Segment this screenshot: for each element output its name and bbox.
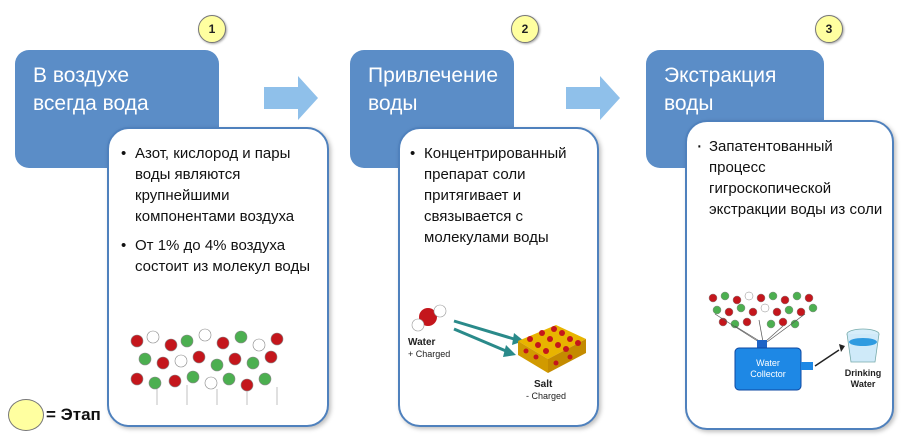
bullet-list-3: Запатентованный процесс гигроскопической… bbox=[693, 136, 889, 228]
arrow-right-icon-2 bbox=[566, 76, 620, 120]
drinking-label-line2: Water bbox=[851, 379, 876, 389]
bullet-2-1: Концентрированный препарат соли притягив… bbox=[408, 143, 594, 248]
step-title-2-line2: воды bbox=[368, 92, 418, 115]
step-card-1: Азот, кислород и пары воды являются круп… bbox=[107, 127, 329, 427]
arrow-right-icon-1 bbox=[264, 76, 318, 120]
salt-attraction-illustration: Water + Charged Salt - Charged bbox=[408, 304, 586, 401]
step-badge-2: 2 bbox=[511, 15, 539, 43]
bullet-3-1: Запатентованный процесс гигроскопической… bbox=[693, 136, 889, 220]
salt-crystal-icon bbox=[518, 325, 586, 373]
step-card-2: Концентрированный препарат соли притягив… bbox=[398, 127, 599, 427]
step-badge-1: 1 bbox=[198, 15, 226, 43]
step-title-1-line2: всегда вода bbox=[33, 92, 149, 115]
drinking-label-line1: Drinking bbox=[845, 368, 882, 378]
step-title-2-line1: Привлечение bbox=[368, 64, 499, 87]
step-title-3-line2: воды bbox=[664, 92, 714, 115]
air-molecules-illustration bbox=[130, 328, 284, 405]
bullet-1-2: От 1% до 4% воздуха состоит из молекул в… bbox=[119, 235, 319, 277]
collector-label-line2: Collector bbox=[750, 369, 786, 379]
step-title-3-line1: Экстракция bbox=[664, 64, 777, 87]
drinking-glass-icon bbox=[846, 328, 880, 363]
step-title-1-line1: В воздухе bbox=[33, 64, 130, 87]
water-label: Water bbox=[408, 337, 436, 348]
legend-label: = Этап bbox=[46, 405, 101, 424]
salt-label: Salt bbox=[534, 379, 553, 390]
collector-label-line1: Water bbox=[756, 358, 780, 368]
salt-charge-label: - Charged bbox=[526, 391, 566, 401]
water-collector-icon: Water Collector bbox=[734, 347, 813, 391]
bullet-list-2: Концентрированный препарат соли притягив… bbox=[408, 143, 594, 256]
water-charge-label: + Charged bbox=[408, 349, 450, 359]
bullet-1-1: Азот, кислород и пары воды являются круп… bbox=[119, 143, 319, 227]
step-badge-3: 3 bbox=[815, 15, 843, 43]
bullet-list-1: Азот, кислород и пары воды являются круп… bbox=[119, 143, 319, 285]
legend-step-circle bbox=[8, 399, 44, 431]
step-card-3: Запатентованный процесс гигроскопической… bbox=[685, 120, 894, 430]
water-collector-illustration: Water Collector Drinking Water bbox=[708, 291, 882, 391]
